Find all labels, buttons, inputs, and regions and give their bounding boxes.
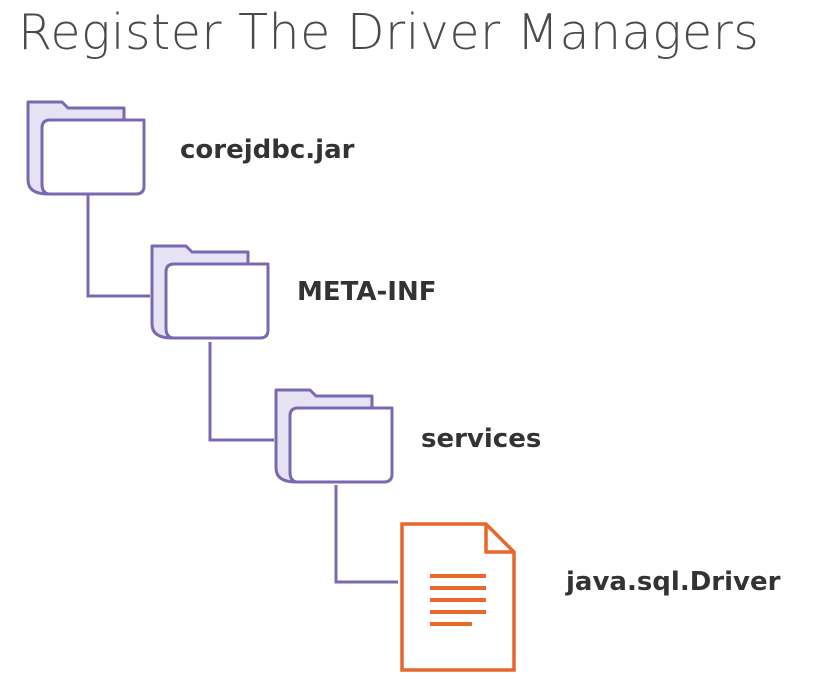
- folder-icon: [150, 244, 270, 340]
- node-label-java-sql-driver: java.sql.Driver: [566, 567, 781, 597]
- connector-meta-inf-to-services: [208, 342, 274, 442]
- node-label-meta-inf: META-INF: [297, 277, 437, 307]
- tree-connectors: [86, 195, 398, 584]
- node-label-services: services: [421, 424, 542, 454]
- folder-icon: [274, 388, 394, 484]
- connector-services-to-driver: [334, 485, 398, 584]
- folder-icon: [26, 100, 146, 196]
- text-file-icon: [400, 522, 516, 672]
- connector-corejdbc-to-meta-inf: [86, 195, 150, 298]
- node-label-corejdbc-jar: corejdbc.jar: [180, 135, 355, 165]
- slide-title: Register The Driver Managers: [18, 4, 760, 61]
